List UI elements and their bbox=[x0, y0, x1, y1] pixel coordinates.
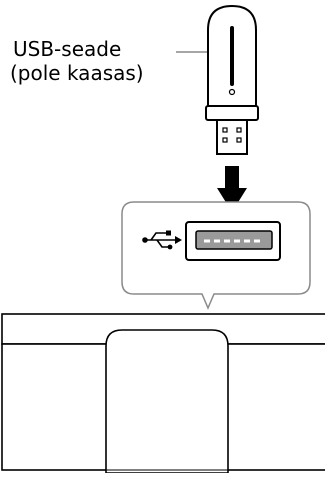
not-included-note: (pole kaasas) bbox=[10, 61, 144, 85]
usb-device-label: USB-seade bbox=[13, 37, 122, 61]
main-unit bbox=[1, 313, 325, 474]
usb-port-icon bbox=[185, 221, 281, 261]
usb-symbol-icon bbox=[142, 230, 182, 250]
down-arrow-icon bbox=[217, 166, 247, 212]
usb-drive-icon bbox=[205, 4, 259, 155]
